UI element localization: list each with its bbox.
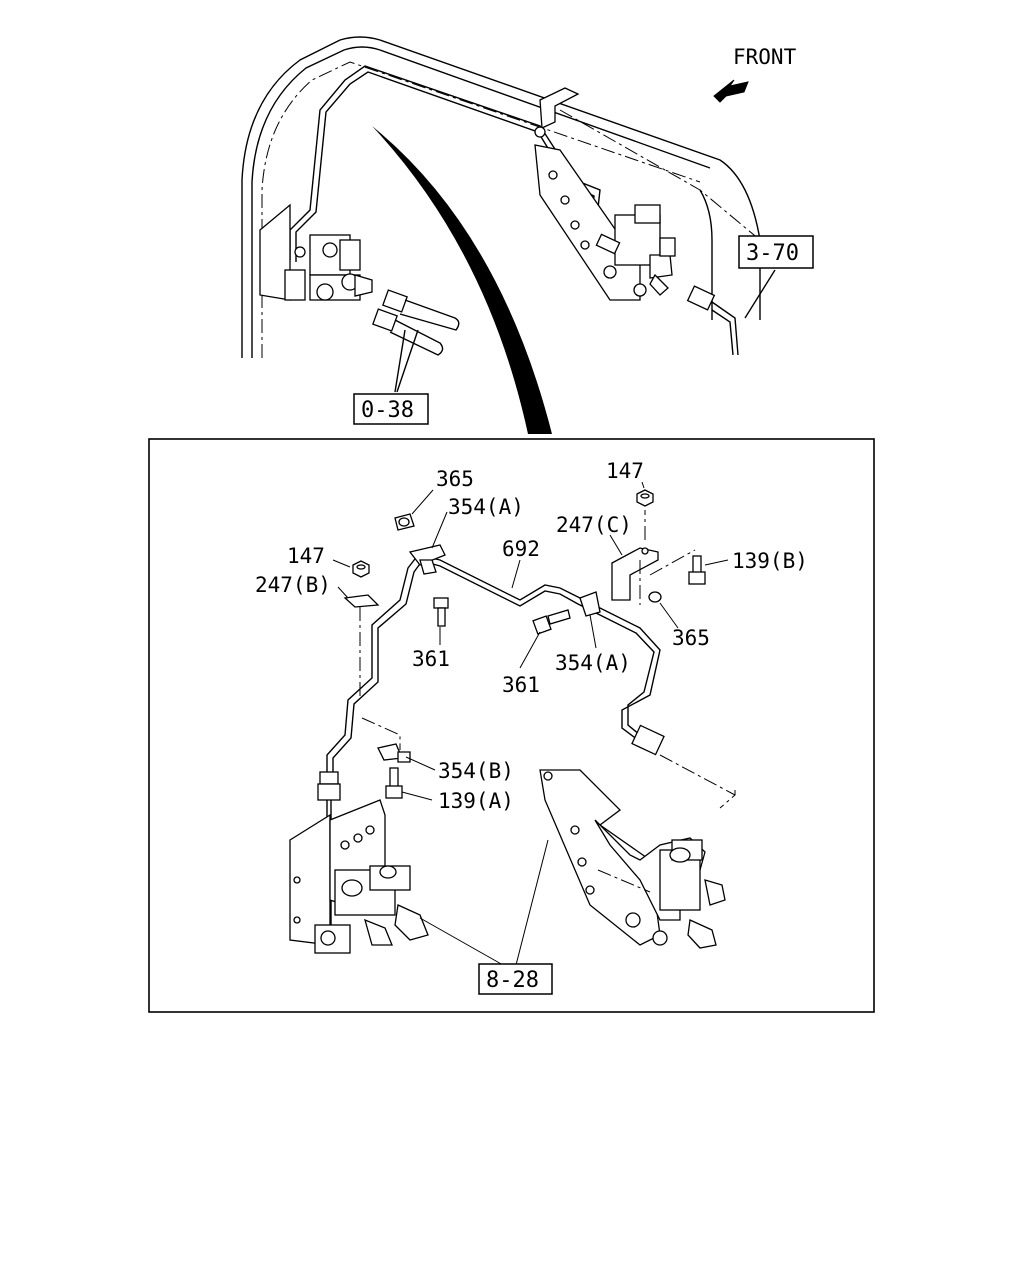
clip-354a-upper — [394, 513, 446, 575]
left-valve-detail — [289, 799, 429, 954]
nut-147-right — [636, 489, 654, 507]
left-valve-assembly — [259, 203, 373, 301]
bracket-247b — [343, 594, 401, 750]
callout-147-left: 147 — [287, 544, 325, 568]
brake-pipe-692 — [326, 554, 661, 790]
front-direction-indicator: FRONT — [713, 45, 797, 103]
callout-leader-lines — [332, 481, 729, 966]
ref-3-70-label: 3-70 — [746, 241, 799, 266]
callout-139a: 139(A) — [438, 789, 514, 813]
detail-frame — [148, 438, 875, 1013]
callout-247b: 247(B) — [255, 573, 331, 597]
clip-354a-middle — [579, 591, 601, 617]
bolt-139b — [688, 555, 706, 585]
detail-illustration: 365 354(A) 692 247(C) 147 139(B) 365 354… — [255, 459, 808, 995]
nut-365-right — [648, 591, 662, 603]
bolt-361-left — [433, 597, 449, 627]
ref-box-8-28[interactable]: 8-28 — [478, 963, 553, 995]
ref-0-38-label: 0-38 — [361, 398, 414, 423]
clip-354b — [377, 743, 411, 763]
front-label: FRONT — [733, 45, 797, 69]
callout-354a-top: 354(A) — [448, 495, 524, 519]
bolt-361-right — [532, 609, 571, 635]
callout-361-right: 361 — [502, 673, 540, 697]
right-valve-assembly — [534, 144, 676, 301]
hose-lines-0-38 — [372, 289, 460, 393]
ref-8-28-label: 8-28 — [486, 968, 539, 993]
hose-line-3-70 — [686, 269, 776, 356]
callout-365-top: 365 — [436, 467, 474, 491]
nut-147-left — [352, 560, 370, 578]
bolt-139a — [385, 767, 403, 799]
bracket-247c — [611, 510, 696, 605]
detail-zoom-pointer — [372, 126, 552, 434]
callout-354a-mid: 354(A) — [555, 651, 631, 675]
overview-illustration: FRONT 3-70 0-38 — [241, 36, 814, 434]
right-pipe-fitting — [631, 724, 736, 809]
callout-365-right: 365 — [672, 626, 710, 650]
callout-361-left: 361 — [412, 647, 450, 671]
ref-box-3-70[interactable]: 3-70 — [738, 235, 814, 269]
callout-692: 692 — [502, 537, 540, 561]
ref-box-0-38[interactable]: 0-38 — [353, 393, 429, 425]
callout-139b: 139(B) — [732, 549, 808, 573]
callout-247c: 247(C) — [556, 513, 632, 537]
callout-354b: 354(B) — [438, 759, 514, 783]
callout-147-right: 147 — [606, 459, 644, 483]
right-valve-detail — [539, 769, 736, 949]
